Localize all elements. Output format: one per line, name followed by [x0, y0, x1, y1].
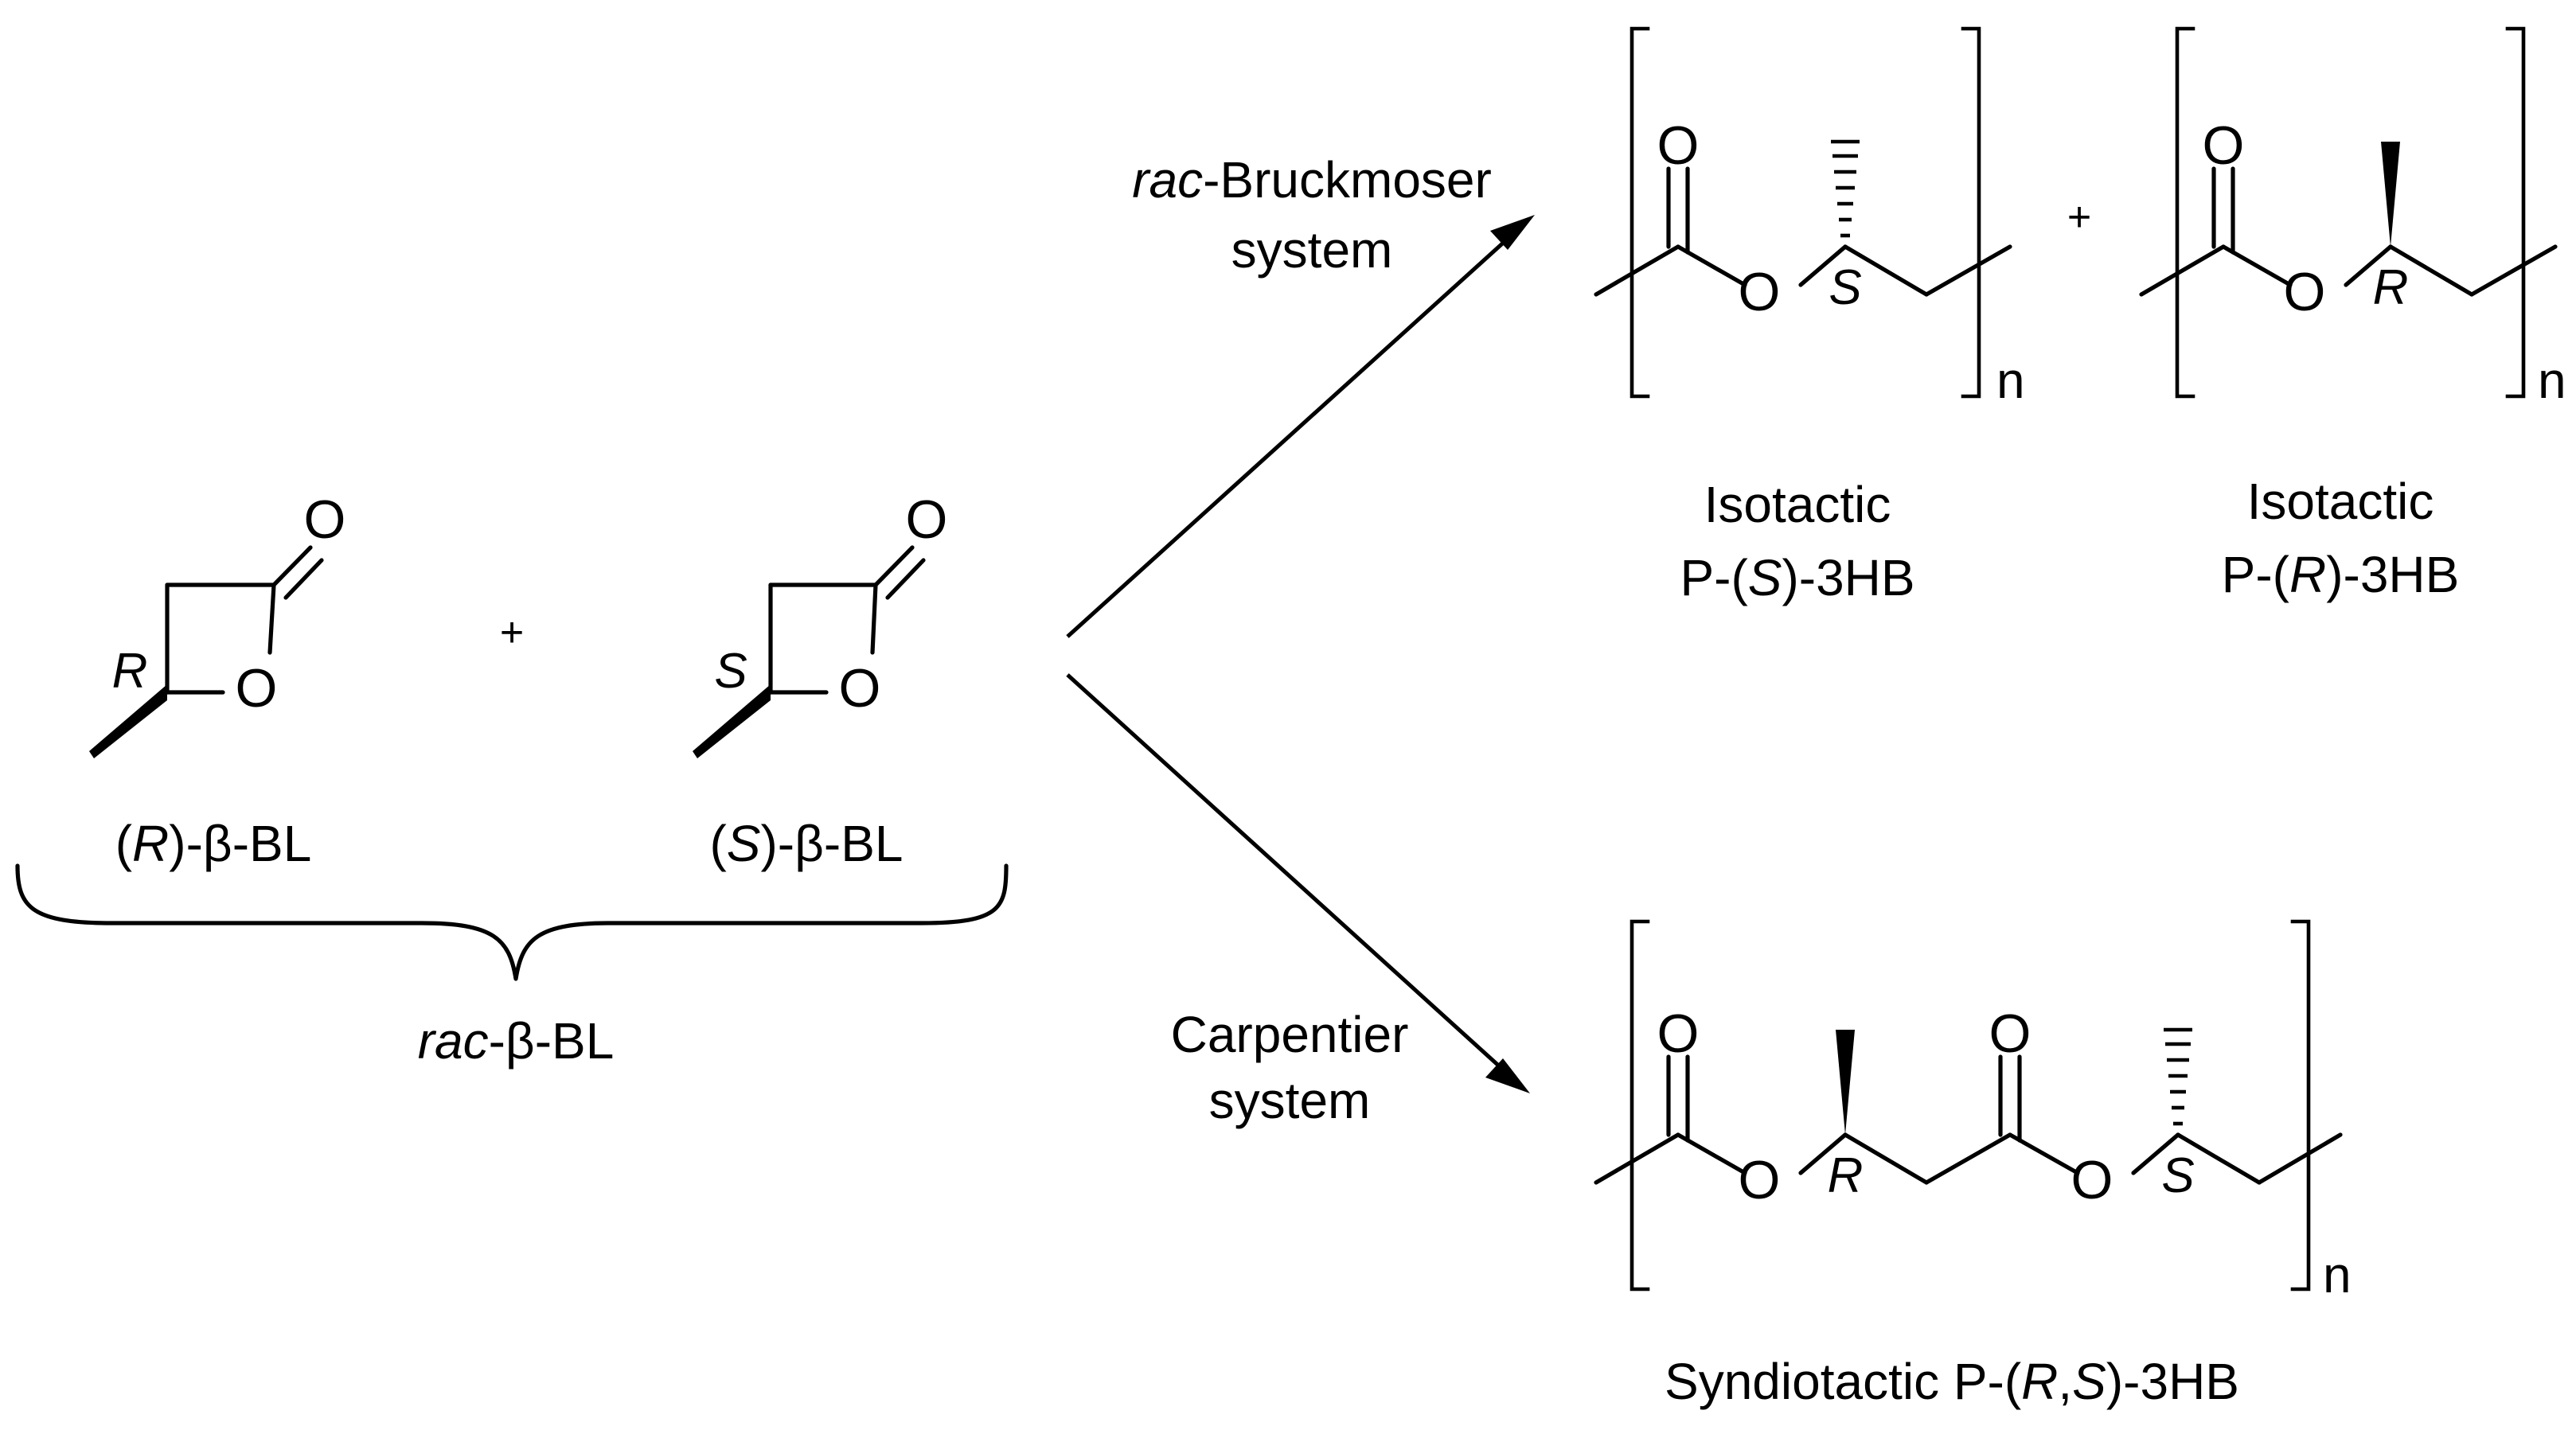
plus-sign: + [2067, 194, 2091, 240]
carbonyl-oxygen-label: O [2203, 115, 2245, 176]
backbone-bond [2131, 1132, 2180, 1175]
r-beta-bl-structure: O O R [89, 489, 345, 758]
backbone-bond [1594, 1132, 1680, 1185]
backbone-bond [1924, 244, 2012, 297]
syndiotactic-structure: O O R O O S n [1594, 919, 2352, 1303]
ring-oxygen-label: O [236, 658, 278, 719]
backbone-bond [2176, 1132, 2262, 1185]
isotactic-s-caption-line2: P-(S)-3HB [1680, 549, 1914, 606]
stereo-label-r: R [1828, 1148, 1864, 1203]
ring-bond [870, 583, 878, 655]
hashed-bond [1831, 139, 1860, 238]
bottom-route-line2: system [1209, 1072, 1371, 1129]
repeat-unit-n: n [1996, 352, 2025, 409]
stereo-label: S [1829, 260, 1861, 315]
ring-oxygen-label: O [839, 658, 881, 719]
stereo-label-s: S [2161, 1148, 2194, 1203]
carbonyl-bond [271, 545, 313, 587]
repeat-unit-n: n [2538, 352, 2566, 409]
repeat-unit-n: n [2323, 1246, 2352, 1303]
plus-sign: + [500, 610, 524, 656]
left-bracket [2175, 26, 2195, 399]
arrow-to-isotactic [1066, 215, 1535, 638]
s-beta-bl-name: (S)-β-BL [709, 815, 903, 872]
backbone-bond [1924, 1132, 2012, 1185]
backbone-bond [2257, 1132, 2343, 1185]
backbone-bond [1798, 244, 1848, 287]
wedge-bond [2381, 142, 2400, 247]
bottom-route-line1: Carpentier [1171, 1006, 1409, 1063]
hashed-bond [2164, 1027, 2192, 1126]
s-beta-bl-structure: O O S [693, 489, 947, 758]
right-bracket [1961, 26, 1981, 399]
arrow-to-syndiotactic [1066, 673, 1530, 1093]
racemate-brace [15, 863, 1009, 981]
ester-oxygen-label: O [2071, 1150, 2113, 1210]
ring-bond [267, 583, 276, 655]
racemate-label: rac-β-BL [418, 1012, 615, 1070]
carbonyl-oxygen-label: O [906, 489, 948, 550]
backbone-bond [1843, 1132, 1929, 1185]
carbonyl-bond [283, 558, 324, 600]
backbone-bond [1798, 1132, 1848, 1175]
stereo-label: R [112, 644, 148, 699]
r-beta-bl-name: (R)-β-BL [115, 815, 312, 872]
backbone-bond [1594, 244, 1680, 297]
carbonyl-oxygen-label: O [1657, 115, 1700, 176]
carbonyl-bond [873, 545, 915, 587]
wedge-bond [1836, 1030, 1855, 1135]
syndiotactic-caption: Syndiotactic P-(R,S)-3HB [1665, 1353, 2239, 1410]
carbonyl-bond [885, 558, 926, 600]
isotactic-r-structure: O O R n [2139, 26, 2566, 409]
top-route-line1: rac-Bruckmoser [1132, 151, 1492, 208]
carbonyl-oxygen-label: O [1657, 1003, 1700, 1064]
backbone-bond [2344, 244, 2393, 287]
ester-oxygen-label: O [1739, 262, 1781, 322]
backbone-bond [2139, 244, 2226, 297]
carbonyl-oxygen-label: O [304, 489, 346, 550]
ester-oxygen-label: O [1739, 1150, 1781, 1210]
backbone-bond [2388, 244, 2474, 297]
top-route-line2: system [1231, 221, 1393, 279]
left-bracket [1630, 26, 1650, 399]
right-bracket [2290, 919, 2311, 1292]
isotactic-r-caption-line2: P-(R)-3HB [2222, 546, 2460, 603]
wedge-bond [89, 684, 167, 758]
stereo-label: S [714, 644, 747, 699]
isotactic-s-caption-line1: Isotactic [1704, 476, 1891, 533]
left-bracket [1630, 919, 1650, 1292]
right-bracket [2505, 26, 2526, 399]
wedge-bond [693, 684, 771, 758]
stereo-label: R [2373, 260, 2409, 315]
isotactic-r-caption-line1: Isotactic [2247, 473, 2434, 530]
backbone-bond [1843, 244, 1929, 297]
ester-oxygen-label: O [2284, 262, 2326, 322]
backbone-bond [2469, 244, 2558, 297]
carbonyl-oxygen-label: O [1989, 1003, 2032, 1064]
isotactic-s-structure: O O S n [1594, 26, 2025, 409]
